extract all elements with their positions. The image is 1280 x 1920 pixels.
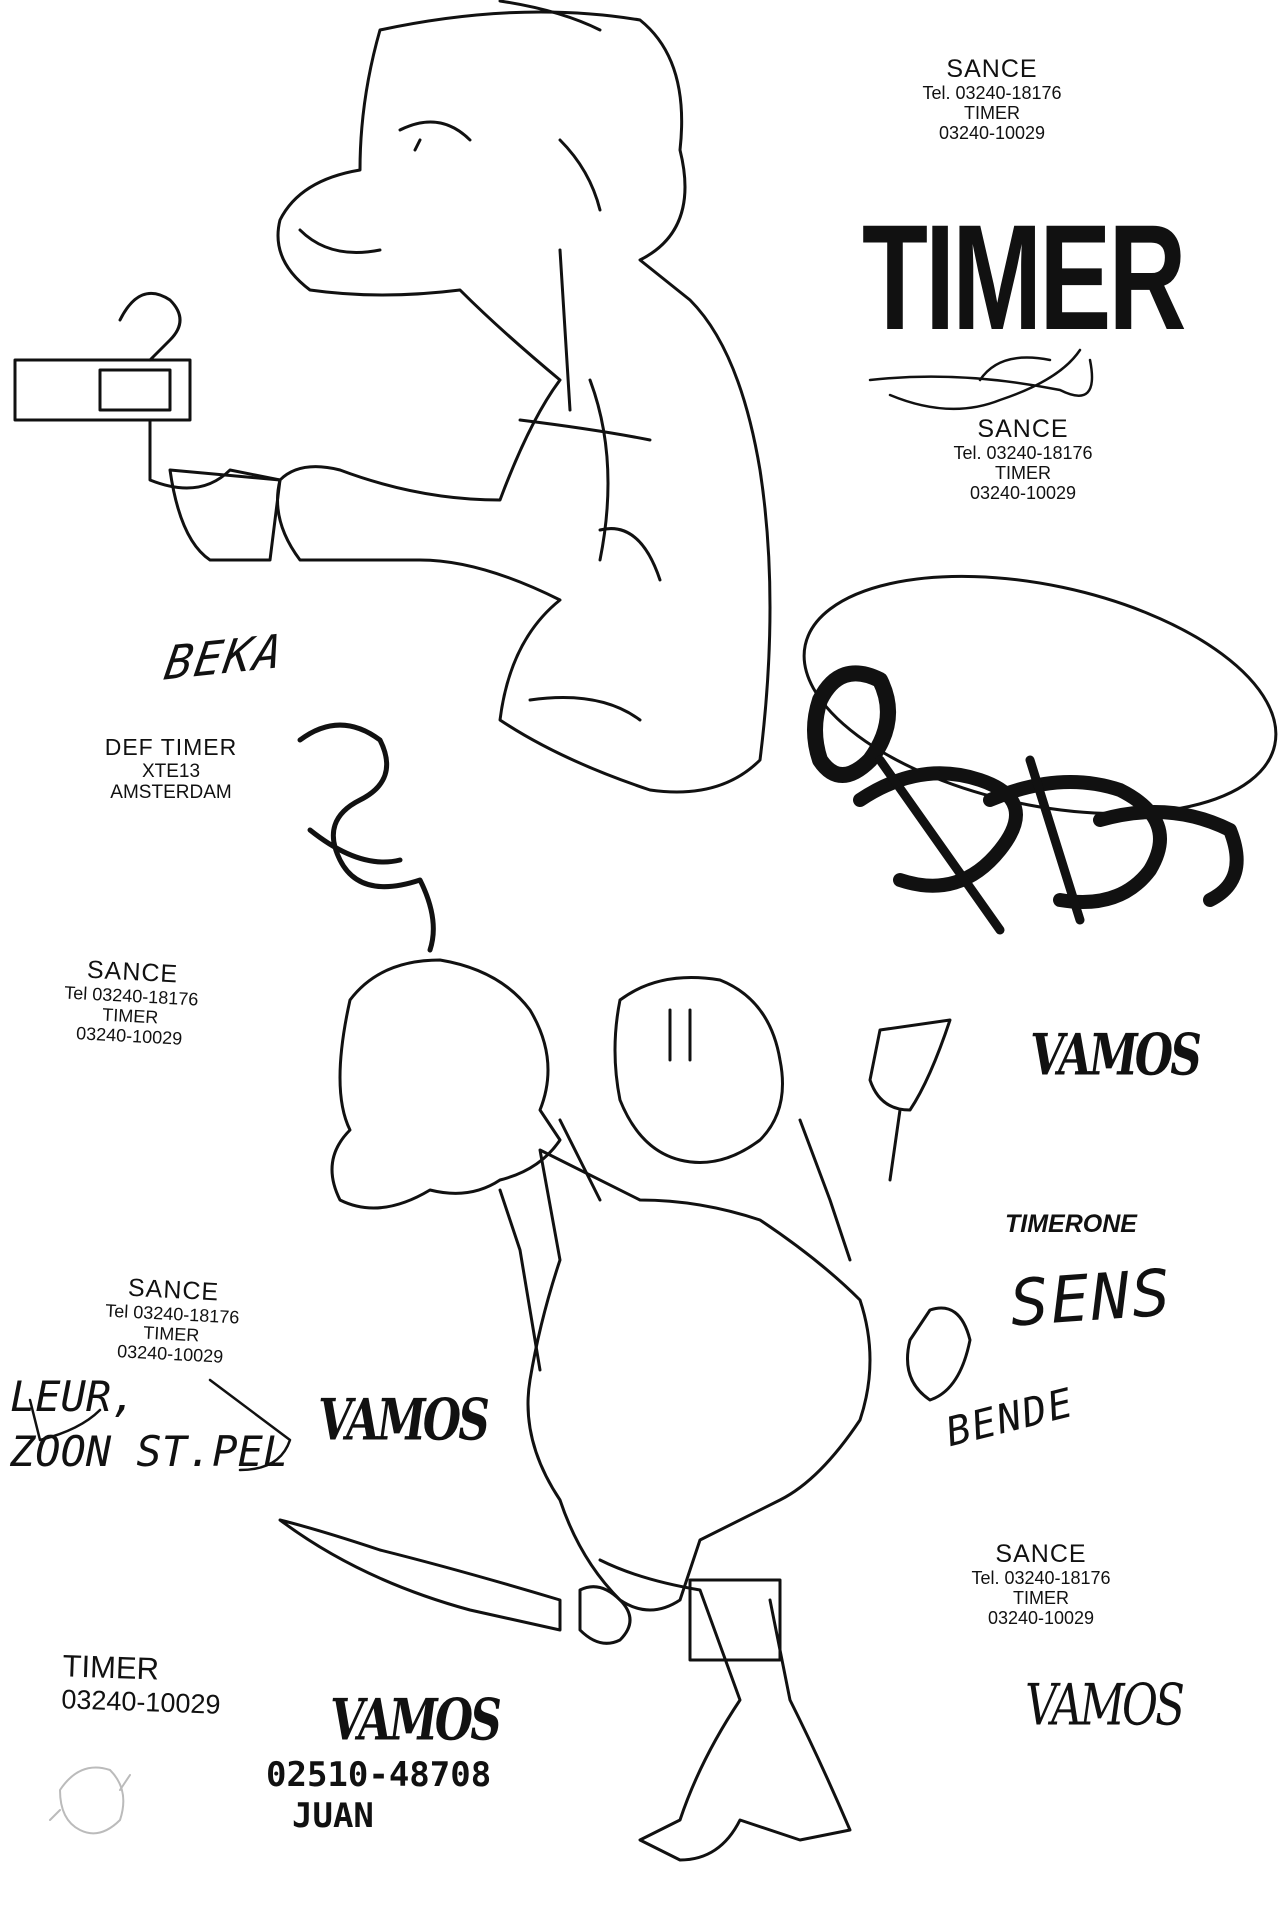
note-line1: LEUR, — [10, 1372, 137, 1421]
timerone-label: TIMERONE — [1005, 1210, 1137, 1238]
vamos-tag: VAMOS — [325, 1687, 504, 1754]
contact-alias: TIMER — [964, 103, 1020, 124]
contact-block-left-mid: SANCE Tel 03240-18176 TIMER 03240-10029 — [29, 953, 233, 1052]
juan-contact: 02510-48708 JUAN — [266, 1755, 491, 1837]
contact-tel: Tel. 03240-18176 — [953, 443, 1093, 463]
def-timer-block: DEF TIMER XTE13 AMSTERDAM — [71, 734, 271, 804]
timer-footer-block: TIMER 03240-10029 — [60, 1648, 222, 1720]
juan-phone: 02510-48708 — [266, 1755, 492, 1795]
contact-tel: Tel. 03240-18176 — [922, 83, 1062, 103]
graffiti-piece — [802, 574, 1278, 935]
vamos-tag: VAMOS — [1020, 1672, 1187, 1739]
juan-name: JUAN — [292, 1795, 374, 1836]
contact-block-left-lower: SANCE Tel 03240-18176 TIMER 03240-10029 — [70, 1271, 274, 1370]
def-timer-line1: DEF TIMER — [104, 734, 238, 760]
def-timer-line2: XTE13 — [141, 760, 201, 782]
contact-name: SANCE — [995, 1540, 1087, 1568]
signature-scribbles — [28, 348, 1094, 1472]
timer-footer-phone: 03240-10029 — [60, 1683, 222, 1720]
vamos-tag: VAMOS — [1025, 1022, 1204, 1089]
contact-block-right: SANCE Tel. 03240-18176 TIMER 03240-10029 — [923, 415, 1123, 503]
gunman-figure-drawing — [13, 0, 772, 794]
contact-name: SANCE — [946, 55, 1038, 83]
contact-block-top-right: SANCE Tel. 03240-18176 TIMER 03240-10029 — [892, 55, 1092, 143]
vamos-tag: VAMOS — [313, 1387, 492, 1454]
contact-block-right-lower: SANCE Tel. 03240-18176 TIMER 03240-10029 — [941, 1540, 1141, 1628]
contact-phone: 03240-10029 — [969, 483, 1077, 504]
headline-timer: TIMER — [862, 193, 1186, 361]
contact-tel: Tel. 03240-18176 — [971, 1568, 1111, 1588]
handwritten-note: LEUR, ZOON ST.PEL — [10, 1370, 288, 1479]
note-line2: ZOON ST.PEL — [10, 1426, 289, 1476]
signature-tag-sens: SENS — [1007, 1256, 1175, 1342]
contact-alias: TIMER — [995, 463, 1051, 484]
def-timer-line3: AMSTERDAM — [110, 782, 232, 804]
contact-phone: 03240-10029 — [987, 1608, 1095, 1629]
contact-alias: TIMER — [1013, 1588, 1069, 1609]
timer-footer-name: TIMER — [61, 1648, 160, 1687]
contact-phone: 03240-10029 — [938, 123, 1046, 144]
soldiers-group-drawing — [278, 958, 972, 1862]
mascot-watermark-icon — [49, 1766, 131, 1835]
contact-name: SANCE — [977, 415, 1069, 443]
